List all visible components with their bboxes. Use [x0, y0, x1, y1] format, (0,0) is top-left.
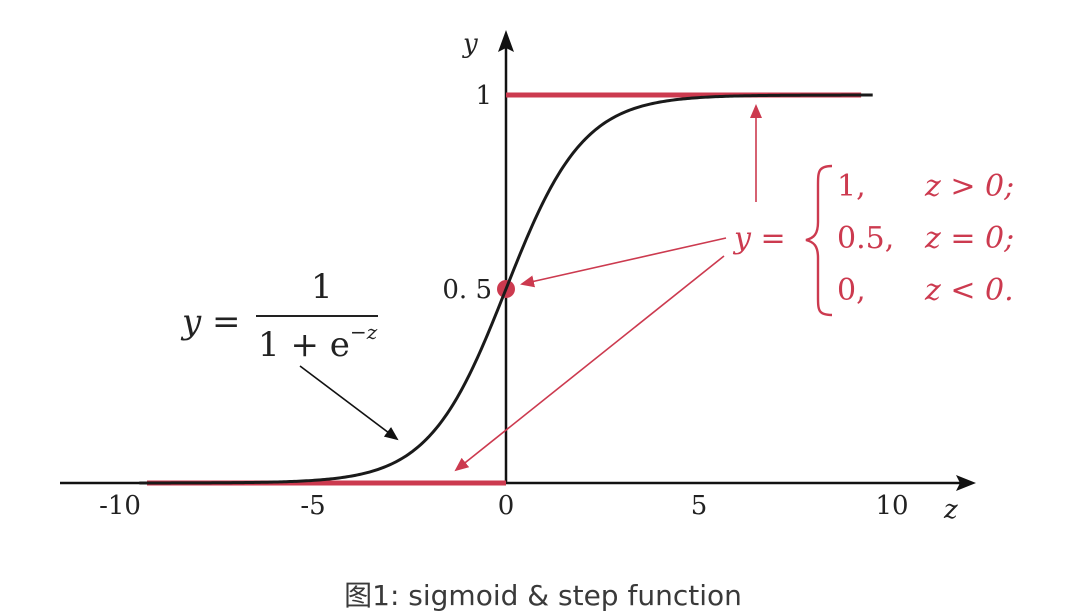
sigmoid-layer	[139, 93, 873, 485]
x-tick-label-4: 10	[875, 491, 908, 521]
sigmoid-formula-lhs: y =	[180, 302, 241, 342]
y-axis-label: y	[462, 29, 478, 59]
y-tick-label-0: 1	[475, 81, 492, 111]
figure-caption: 图1: sigmoid & step function	[344, 579, 742, 612]
x-axis-label: z	[943, 495, 958, 525]
sigmoid-formula: y = 1 1 + e −z	[180, 267, 399, 441]
sigmoid-formula-exponent: −z	[350, 320, 378, 344]
step-formula-lhs: y =	[732, 221, 786, 256]
step-case-2-value: 0.5,	[837, 221, 894, 256]
x-axis-arrow	[956, 475, 976, 491]
tick-labels: -10 -5 0 5 10 1 0. 5	[99, 81, 908, 521]
arrow-to-step-zero	[454, 255, 725, 472]
step-formula: y = 1, z > 0; 0.5, z = 0; 0, z < 0.	[732, 164, 1014, 317]
step-case-3-value: 0,	[837, 273, 866, 308]
sigmoid-formula-numerator: 1	[311, 267, 333, 307]
arrow-to-step-half	[520, 237, 727, 288]
step-formula-brace	[805, 164, 833, 317]
x-tick-label-0: -10	[99, 491, 141, 521]
step-case-1-condition: z > 0;	[924, 169, 1014, 204]
step-case-2-condition: z = 0;	[924, 221, 1014, 256]
x-tick-label-1: -5	[300, 491, 325, 521]
step-case-3-condition: z < 0.	[924, 273, 1014, 308]
y-axis-arrow	[498, 30, 514, 52]
sigmoid-pointer-arrow	[299, 365, 399, 441]
step-pointer-arrows	[454, 104, 762, 472]
x-tick-label-3: 5	[691, 491, 708, 521]
y-tick-label-1: 0. 5	[442, 275, 492, 305]
sigmoid-formula-denominator: 1 + e	[258, 325, 350, 365]
step-function	[147, 92, 862, 486]
x-tick-label-2: 0	[498, 491, 515, 521]
step-case-1-value: 1,	[837, 169, 866, 204]
